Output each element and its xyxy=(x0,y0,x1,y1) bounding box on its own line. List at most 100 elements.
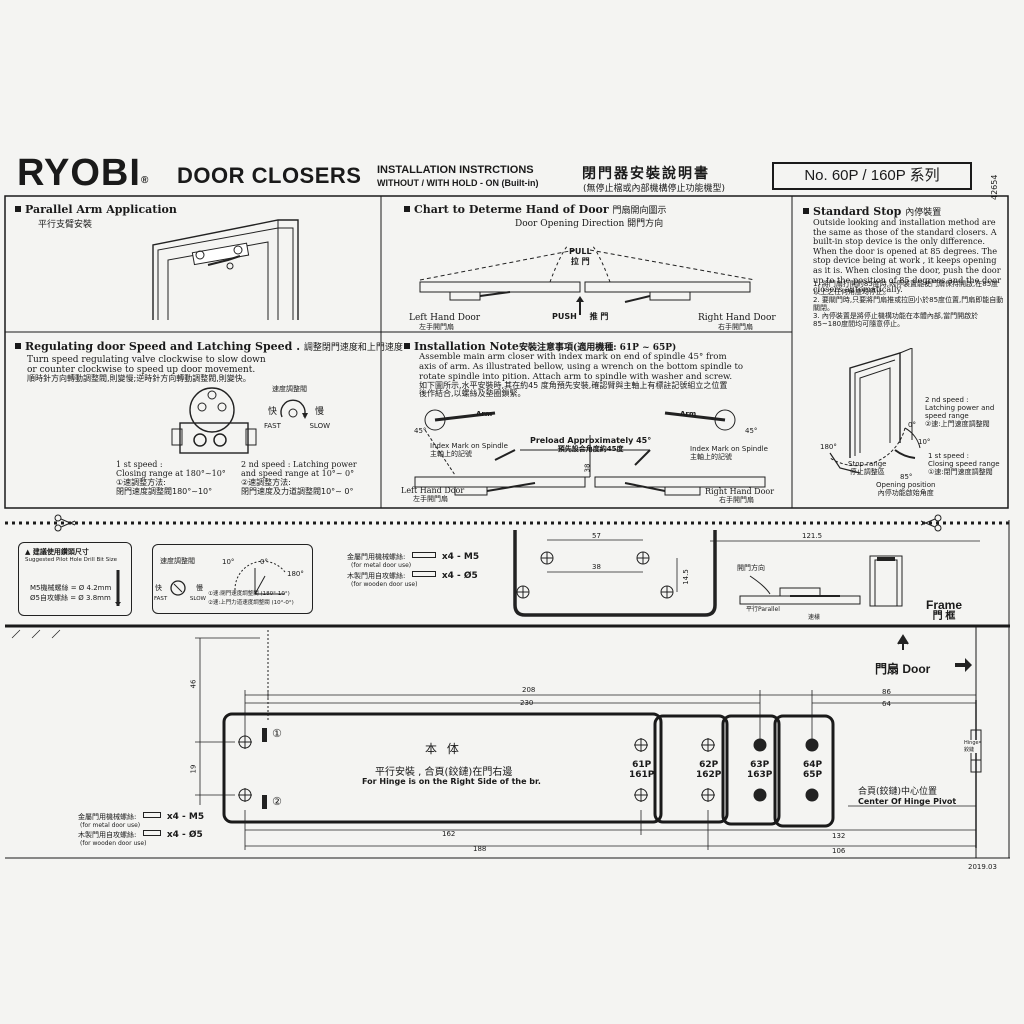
chinese-subtitle: (無停止檔或內部機構停止功能機型) xyxy=(583,184,726,194)
circle-one: ① xyxy=(272,727,282,740)
hinge-cn-line: 平行安裝 , 合頁(鉸鏈)在門右邊 xyxy=(375,767,513,778)
door-label: 門扇 Door xyxy=(875,662,931,676)
dim-86: 86 xyxy=(882,688,891,696)
chinese-title: 閉門器安裝說明書 xyxy=(582,166,710,182)
dim-230: 230 xyxy=(520,699,534,707)
dim-162: 162 xyxy=(442,830,456,838)
screw-icon xyxy=(411,571,436,577)
product-title: DOOR CLOSERS xyxy=(177,163,362,188)
first-speed-desc: 1 st speed : Closing range at 180°~10° ①… xyxy=(116,460,226,496)
dim-38-top: 38 xyxy=(592,563,601,571)
screw-icon xyxy=(142,830,161,836)
standard-stop-diagram xyxy=(829,348,921,474)
metal-screw-main-en: (for metal door use) xyxy=(80,822,141,829)
valve-deg10: 10° xyxy=(222,558,235,566)
standard-stop-title: Standard Stop 內停裝置 xyxy=(803,205,941,218)
chart-hand-title: Chart to Determe Hand of Door 門扇開向圖示 xyxy=(404,203,667,216)
preload-label: Preload Approximately 45°預先設合角度約45度 xyxy=(530,436,652,454)
valve-speed-arc-icon xyxy=(234,560,286,595)
rotation-arrow-icon xyxy=(280,399,308,419)
second-speed-desc: 2 nd speed : Latching power and speed ra… xyxy=(241,460,357,496)
valve-rotation-icon xyxy=(170,580,186,596)
dim-188: 188 xyxy=(473,845,487,853)
drill-bit-box xyxy=(18,542,132,616)
stop-1st-speed-label: 1 st speed : Closing speed range ①速:閉門速度… xyxy=(928,452,1000,476)
hinge-pivot-label: 合頁(鉸鏈)中心位置 Center Of Hinge Pivot xyxy=(858,787,957,806)
valve-label-cn: 速度調整閥 xyxy=(272,385,307,393)
fast-slow-en: FAST SLOW xyxy=(264,422,330,430)
print-date: 2019.03 xyxy=(968,863,997,871)
valve-fast-slow: 快慢 xyxy=(155,584,203,592)
instructions-line1: INSTALLATION INSTRCTIONS xyxy=(377,164,534,176)
dim-46: 46 xyxy=(189,679,198,689)
stop-deg180: 180° xyxy=(820,443,837,451)
dim-14-5: 14.5 xyxy=(681,569,690,585)
bullet-square xyxy=(404,343,410,349)
deg45-right: 45° xyxy=(745,427,758,435)
dim-132: 132 xyxy=(832,832,846,840)
dim-57: 57 xyxy=(592,532,601,540)
instructions-line2: WITHOUT / WITH HOLD - ON (Built-in) xyxy=(377,178,539,188)
valve-info-cn: 速度調整閥 xyxy=(160,557,195,565)
deg45-left: 45° xyxy=(414,427,427,435)
stop-2nd-speed-label: 2 nd speed : Latching power and speed ra… xyxy=(925,396,995,428)
wood-screw-top-en: (for wooden door use) xyxy=(351,581,418,588)
dim-208: 208 xyxy=(522,686,536,694)
frame-bracket-template xyxy=(513,530,717,617)
wood-screw-main-en: (for wooden door use) xyxy=(80,840,147,847)
push-label: PUSH 推 門 xyxy=(552,312,609,321)
dim-38-note: 38 xyxy=(583,463,592,473)
screw-icon xyxy=(411,552,436,558)
brand-logo: RYOBI® xyxy=(17,152,150,194)
circle-two: ② xyxy=(272,795,282,808)
door-opening-direction: Door Opening Direction 開門方向 xyxy=(515,219,664,229)
regulating-text: Turn speed regulating valve clockwise to… xyxy=(27,355,266,383)
speed-label-top: 速樣 xyxy=(808,614,821,621)
dim-121-5: 121.5 xyxy=(802,532,823,540)
dim-106: 106 xyxy=(832,847,846,855)
drill-m5: M5機械螺絲 = Ø 4.2mm xyxy=(30,584,112,592)
drill-bit-en: Suggested Pilot Hole Drill Bit Size xyxy=(25,557,117,563)
model-box: No. 60P / 160P 系列 xyxy=(772,162,972,190)
valve-deg180: 180° xyxy=(287,570,304,578)
parallel-arm-title: Parallel Arm Application xyxy=(15,203,177,216)
valve-v2: ②速:上門力道速度調整閥 (10°-0°) xyxy=(208,600,294,606)
stop-deg0: 0° xyxy=(908,421,916,429)
dim-64: 64 xyxy=(882,700,891,708)
cut-line xyxy=(5,514,1010,532)
dim-121-5-line xyxy=(710,540,980,542)
valve-deg0: 0° xyxy=(260,558,268,566)
drill-bit-icon xyxy=(115,570,121,606)
parallel-arm-cn: 平行支臂安裝 xyxy=(38,220,93,230)
valve-info-box xyxy=(152,544,313,614)
wood-screw-top: 木製門用自攻螺絲: x4 - Ø5 xyxy=(347,571,478,581)
install-note-text: Assemble main arm closer with index mark… xyxy=(419,352,744,399)
speed-valve-illustration xyxy=(171,387,257,454)
scissors-icon-left xyxy=(54,514,76,532)
standard-stop-cn: 1. 將門扇打開約85度時,內停裝置能使門扇保持開啟,在85度以上之任何角度均停… xyxy=(813,280,1004,328)
wood-screw-main: 木製門用自攻螺絲: x4 - Ø5 xyxy=(78,830,203,840)
valve-v1: ①速:閉門速度調整閥 (180°-10°) xyxy=(208,591,290,597)
arm-label-right: Arm xyxy=(680,410,697,418)
standard-stop-text: Outside looking and installation method … xyxy=(813,217,1001,295)
body-label-cn: 本 体 xyxy=(425,742,462,756)
screw-icon xyxy=(142,812,161,818)
install-note-diagram xyxy=(414,409,766,496)
side-code: 42654 xyxy=(990,174,999,200)
